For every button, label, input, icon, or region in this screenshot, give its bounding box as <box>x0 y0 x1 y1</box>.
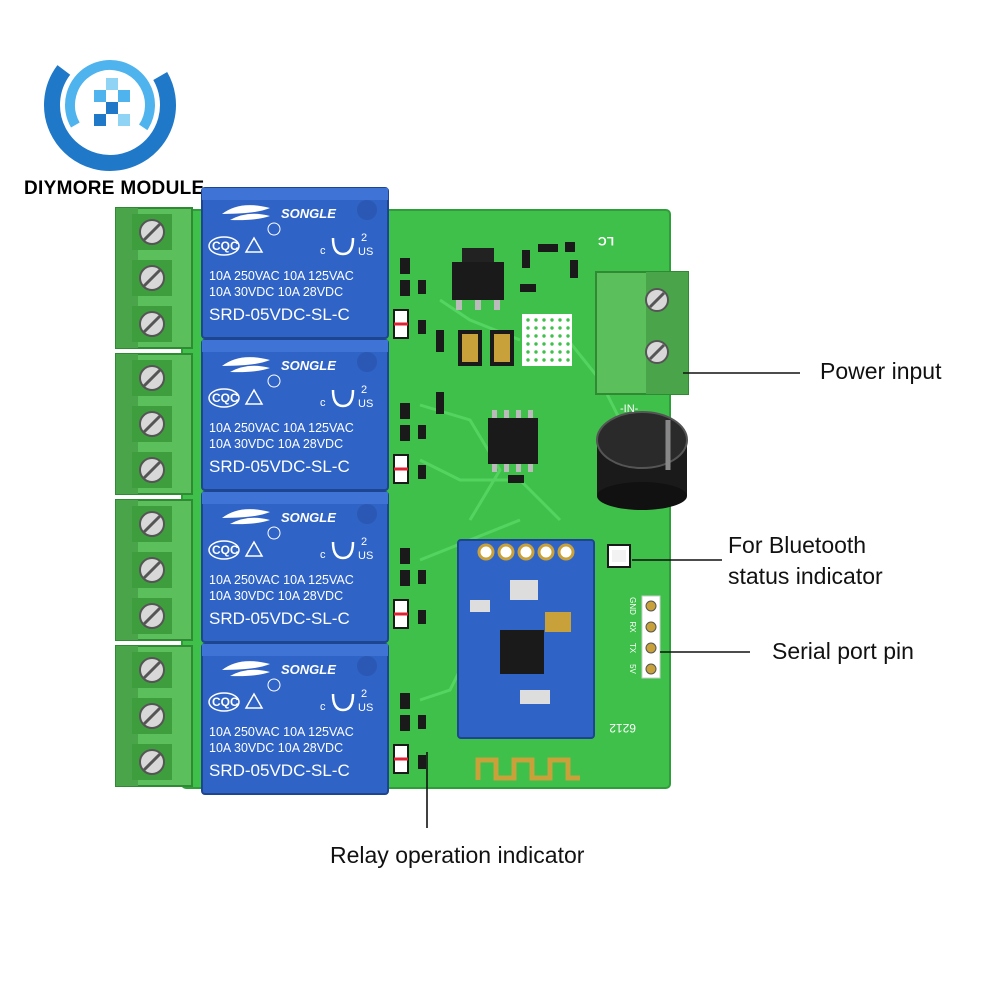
relay-ul-us: US <box>358 702 373 714</box>
relay-3: SONGLE CQC c 2US 10A 250VAC 10A 125VAC 10A 30… <box>201 491 389 643</box>
serial-pin-label: 5V <box>628 664 637 674</box>
songle-logo-icon <box>222 661 270 677</box>
smd-components <box>436 242 578 483</box>
relay-ul-c: c <box>320 397 326 409</box>
relay-cert: CQC <box>212 239 239 253</box>
bluetooth-status-led <box>607 544 631 568</box>
relay-model: SRD-05VDC-SL-C <box>209 305 350 324</box>
relay-brand: SONGLE <box>281 358 336 373</box>
relay-model: SRD-05VDC-SL-C <box>209 609 350 628</box>
soic-chip <box>488 410 538 472</box>
silk-fw: 6212 <box>609 721 636 735</box>
ul-mark-icon <box>331 541 355 560</box>
relay-brand: SONGLE <box>281 662 336 677</box>
ul-mark-icon <box>331 693 355 712</box>
relay-4: SONGLE CQC c 2US 10A 250VAC 10A 125VAC 10A 30… <box>201 643 389 795</box>
antenna-trace <box>475 757 580 781</box>
warning-triangle-icon <box>244 540 264 557</box>
relay-indicator-leds <box>393 258 426 774</box>
relay-ul-num: 2 <box>361 688 367 700</box>
relay-rating-line2: 10A 30VDC 10A 28VDC <box>209 589 343 603</box>
relay-rating-line1: 10A 250VAC 10A 125VAC <box>209 421 354 435</box>
relay-cert: CQC <box>212 543 239 557</box>
serial-header <box>641 595 661 679</box>
relay-brand: SONGLE <box>281 206 336 221</box>
songle-logo-icon <box>222 509 270 525</box>
songle-logo-icon <box>222 357 270 373</box>
brand-logo <box>44 39 176 171</box>
warning-triangle-icon <box>244 692 264 709</box>
relay-1: SONGLE CQC c 2US 10A 250VAC 10A 125VAC 10A 30… <box>201 187 389 339</box>
ul-mark-icon <box>331 237 355 256</box>
callout-bluetooth-line1: For Bluetooth <box>728 532 867 558</box>
relay-ul-c: c <box>320 245 326 257</box>
callout-power-input: Power input <box>820 358 942 384</box>
relay-2: SONGLE CQC c 2US 10A 250VAC 10A 125VAC 10A 30… <box>201 339 389 491</box>
voltage-regulator <box>452 248 504 310</box>
bt-pin <box>497 543 515 561</box>
relay-rating-line1: 10A 250VAC 10A 125VAC <box>209 573 354 587</box>
callout-bluetooth-line2: status indicator <box>728 563 883 589</box>
relay-ul-c: c <box>320 549 326 561</box>
ul-mark-icon <box>331 389 355 408</box>
relay-ul-us: US <box>358 550 373 562</box>
brand-name: DIYMORE MODULE <box>24 178 205 199</box>
serial-pin-label: TX <box>628 643 637 654</box>
bt-pin <box>537 543 555 561</box>
relay-ul-c: c <box>320 701 326 713</box>
smd-capacitors <box>458 330 514 366</box>
logo-cube-icon <box>94 78 130 126</box>
callout-bluetooth-status: For Bluetooth status indicator <box>728 530 883 592</box>
relay-ul-us: US <box>358 398 373 410</box>
relay-rating-line2: 10A 30VDC 10A 28VDC <box>209 285 343 299</box>
relay-rating-line1: 10A 250VAC 10A 125VAC <box>209 269 354 283</box>
bt-pin <box>517 543 535 561</box>
relay-model: SRD-05VDC-SL-C <box>209 457 350 476</box>
relay-ul-num: 2 <box>361 536 367 548</box>
bt-pin <box>477 543 495 561</box>
relay-rating-line2: 10A 30VDC 10A 28VDC <box>209 437 343 451</box>
warning-triangle-icon <box>244 236 264 253</box>
relay-ul-num: 2 <box>361 384 367 396</box>
silk-lc: LC <box>598 234 614 248</box>
songle-logo-icon <box>222 205 270 221</box>
warning-triangle-icon <box>244 388 264 405</box>
relay-terminal-blocks <box>115 207 193 787</box>
relay-cert: CQC <box>212 695 239 709</box>
pad-grid <box>522 314 572 366</box>
bluetooth-module <box>457 539 595 781</box>
callout-lines <box>426 372 800 828</box>
serial-pin-label: GND <box>628 597 637 615</box>
relay-brand: SONGLE <box>281 510 336 525</box>
relay-ul-num: 2 <box>361 232 367 244</box>
callout-relay-indicator: Relay operation indicator <box>330 842 585 868</box>
relay-ul-us: US <box>358 246 373 258</box>
relay-rating-line1: 10A 250VAC 10A 125VAC <box>209 725 354 739</box>
relay-cert: CQC <box>212 391 239 405</box>
electrolytic-capacitor <box>596 411 688 510</box>
callout-serial-port: Serial port pin <box>772 638 914 664</box>
bt-pin <box>557 543 575 561</box>
relay-model: SRD-05VDC-SL-C <box>209 761 350 780</box>
serial-pin-label: RX <box>628 621 637 633</box>
silk-in: -IN- <box>620 403 639 415</box>
relay-rating-line2: 10A 30VDC 10A 28VDC <box>209 741 343 755</box>
power-terminal-block <box>595 271 689 395</box>
